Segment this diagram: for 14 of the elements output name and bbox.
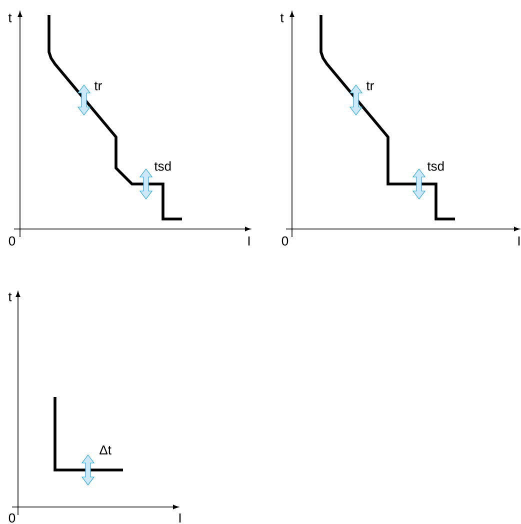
axis-label: I [518, 236, 520, 246]
axis-label: tr [366, 82, 374, 90]
axis-label: t [8, 14, 12, 22]
axis-label: tsd [427, 161, 444, 171]
axis-label: tsd [154, 161, 171, 171]
axis-label: 0 [8, 513, 16, 523]
axis-label: 0 [282, 236, 288, 246]
axis-label: t [8, 292, 12, 302]
axis-label: 0 [8, 236, 16, 246]
axis-label: I [248, 236, 250, 246]
axis-label: I [179, 514, 181, 522]
axis-label: tr [94, 82, 102, 90]
axis-label: Δt [100, 445, 112, 454]
axis-label: t [280, 14, 284, 22]
